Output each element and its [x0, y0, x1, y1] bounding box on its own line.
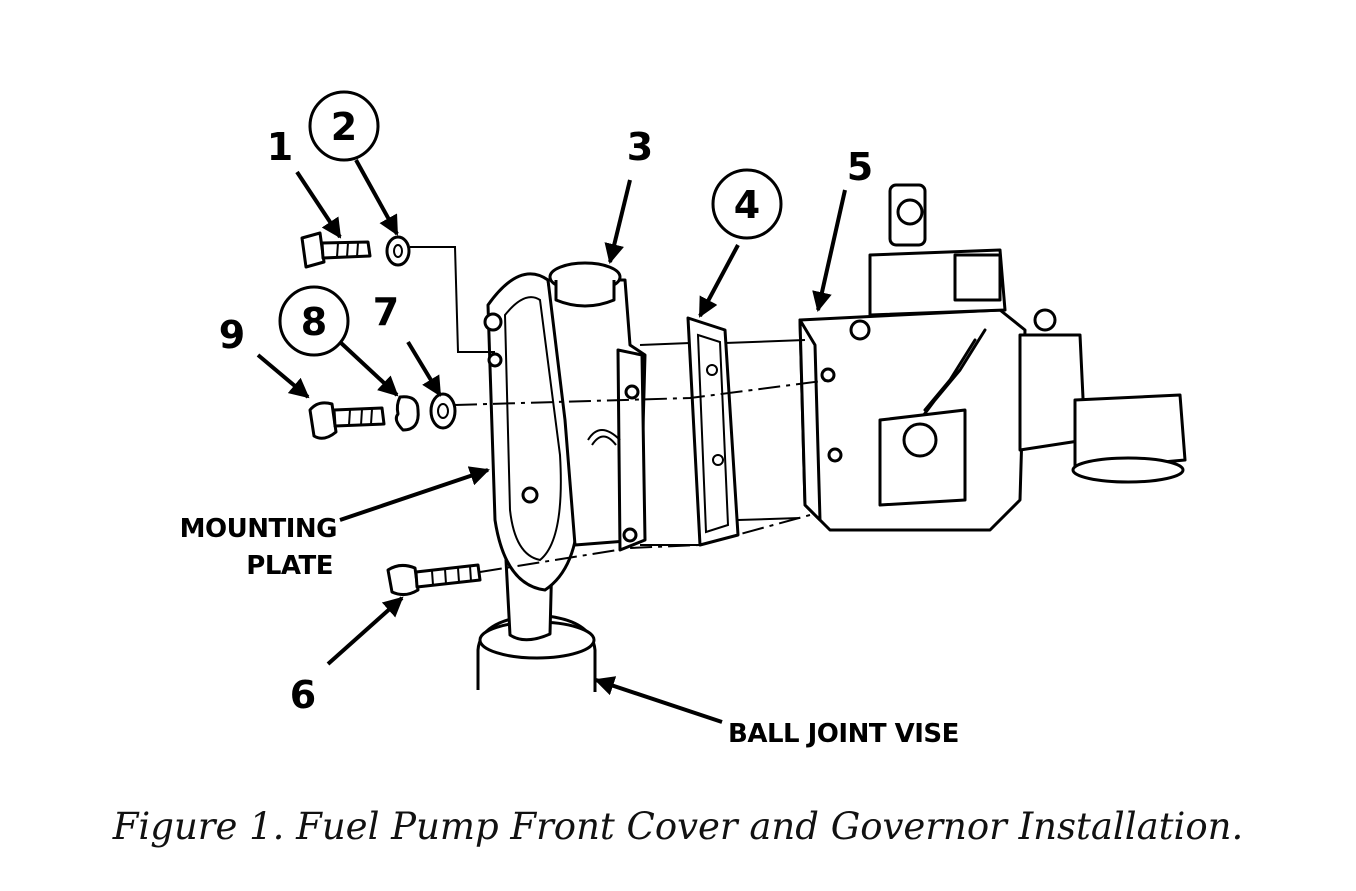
- callout-2-circle: [308, 90, 380, 162]
- governor-housing: [798, 183, 1187, 532]
- mounting-plate-label-line2: PLATE: [246, 551, 333, 581]
- leader-2: [354, 159, 399, 236]
- leader-7: [406, 340, 442, 397]
- callout-4-circle: [711, 168, 783, 240]
- leader-8: [338, 340, 399, 397]
- callout-3: 3: [627, 125, 653, 169]
- gasket: [686, 316, 740, 547]
- leader-4: [698, 244, 740, 318]
- callout-2: 2: [331, 105, 357, 149]
- callout-6: 6: [290, 673, 316, 717]
- leader-9: [256, 353, 310, 399]
- leader-1: [295, 170, 342, 239]
- callout-8-circle: [278, 285, 350, 357]
- callout-9: 9: [219, 313, 245, 357]
- figure-caption: Figure 1. Fuel Pump Front Cover and Gove…: [112, 805, 1244, 848]
- leader-3: [604, 179, 632, 264]
- leader-5: [812, 189, 847, 312]
- callout-8: 8: [301, 300, 327, 344]
- capscrew-1: [300, 231, 372, 269]
- ball-joint-vise-label: BALL JOINT VISE: [728, 719, 959, 749]
- leader-vise: [594, 676, 723, 724]
- washer-7: [429, 392, 457, 430]
- leader-mounting-plate: [339, 466, 490, 522]
- capscrew-9: [308, 401, 386, 440]
- leader-6: [326, 596, 404, 666]
- washer-2: [385, 235, 411, 267]
- mounting-plate-label-line1: MOUNTING: [180, 514, 337, 544]
- callout-1: 1: [267, 125, 293, 169]
- callout-5: 5: [847, 145, 873, 189]
- callout-4: 4: [734, 183, 760, 227]
- callout-7: 7: [373, 290, 399, 334]
- lockwasher-8: [394, 395, 420, 432]
- capscrew-6: [386, 563, 482, 597]
